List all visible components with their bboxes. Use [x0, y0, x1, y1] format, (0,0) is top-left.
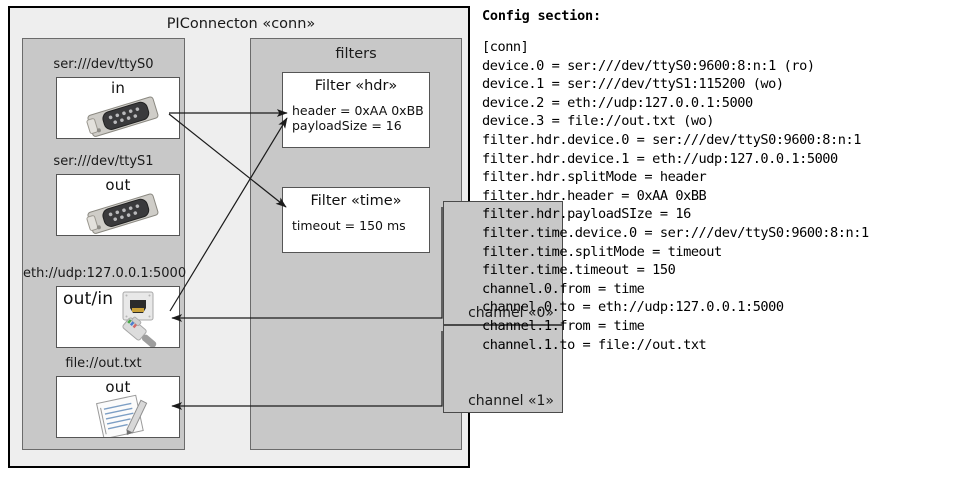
config-line: filter.hdr.header = 0xAA 0xBB	[482, 187, 707, 204]
config-line: channel.1.to = file://out.txt	[482, 336, 707, 353]
channel-1-box[interactable]: channel «1»	[443, 325, 563, 413]
filter-card-hdr[interactable]: Filter «hdr» header = 0xAA 0xBB payloadS…	[282, 72, 430, 148]
config-line: [conn]	[482, 39, 529, 55]
device-label-file: file://out.txt	[65, 356, 142, 371]
config-line: device.3 = file://out.txt (wo)	[482, 113, 715, 130]
serial-port-icon	[79, 96, 165, 138]
config-line: filter.hdr.splitMode = header	[482, 169, 707, 186]
config-line: channel.0.to = eth://udp:127.0.0.1:5000	[482, 299, 784, 316]
config-line: channel.0.from = time	[482, 280, 645, 297]
filter-time-prop-timeout: timeout = 150 ms	[292, 218, 406, 233]
config-line: filter.hdr.device.0 = ser:///dev/ttyS0:9…	[482, 131, 861, 148]
device-direction-in: in	[110, 79, 126, 97]
config-line: filter.time.timeout = 150	[482, 262, 676, 279]
arrow-channel0-to-eth	[171, 207, 443, 322]
filters-group-title: filters	[335, 46, 377, 62]
diagram-title: PIConnecton «conn»	[166, 16, 316, 32]
config-line: device.2 = eth://udp:127.0.0.1:5000	[482, 94, 753, 111]
filter-time-props: timeout = 150 ms	[292, 218, 406, 233]
config-line: channel.1.from = time	[482, 317, 645, 334]
config-line: device.1 = ser:///dev/ttyS1:115200 (wo)	[482, 76, 784, 93]
connector-arrows	[168, 109, 443, 410]
arrow-ttys0-to-time	[168, 113, 287, 208]
arrow-eth-to-hdr	[169, 117, 288, 312]
filter-hdr-prop-header: header = 0xAA 0xBB	[292, 103, 424, 118]
device-label-ttys0: ser:///dev/ttyS0	[53, 57, 154, 72]
channel-0-box[interactable]: channel «0»	[443, 201, 563, 325]
filters-group: filters Filter «hdr» header = 0xAA 0xBB …	[250, 38, 563, 450]
filter-card-time[interactable]: Filter «time» timeout = 150 ms	[282, 187, 430, 253]
channel-0-label: channel «0»	[468, 305, 554, 321]
config-line: filter.time.device.0 = ser:///dev/ttyS0:…	[482, 224, 869, 241]
ethernet-jack-icon	[109, 290, 179, 347]
devices-group: ser:///dev/ttyS0 in	[22, 38, 187, 450]
device-card-ttys1[interactable]: out	[56, 174, 180, 236]
device-label-ttys1: ser:///dev/ttyS1	[53, 154, 154, 169]
device-direction-out-file: out	[105, 378, 131, 396]
config-line: filter.time.splitMode = timeout	[482, 243, 722, 260]
device-card-ttys0[interactable]: in	[56, 77, 180, 139]
filter-hdr-title: Filter «hdr»	[314, 78, 398, 94]
config-line: device.0 = ser:///dev/ttyS0:9600:8:n:1 (…	[482, 57, 815, 74]
device-card-eth[interactable]: out/in	[56, 286, 180, 348]
config-line: filter.hdr.device.1 = eth://udp:127.0.0.…	[482, 150, 838, 167]
filter-time-title: Filter «time»	[310, 193, 402, 209]
config-section: Config section: [conn] device.0 = ser:///…	[482, 8, 960, 354]
text-file-icon	[94, 394, 156, 437]
config-heading: Config section:	[482, 8, 601, 24]
piconnector-diagram: PIConnecton «conn» ser:///dev/ttyS0 in	[8, 6, 563, 468]
channel-1-label: channel «1»	[468, 393, 554, 409]
filter-hdr-props: header = 0xAA 0xBB payloadSize = 16	[292, 103, 424, 133]
serial-port-icon	[79, 193, 165, 235]
device-label-eth: eth://udp:127.0.0.1:5000	[23, 266, 187, 281]
arrow-channel1-to-file	[171, 331, 443, 410]
config-line: filter.hdr.payloadSIze = 16	[482, 206, 691, 223]
filter-hdr-prop-payloadsize: payloadSize = 16	[292, 118, 402, 133]
config-lines: [conn] device.0 = ser:///dev/ttyS0:9600:8…	[482, 38, 960, 354]
device-direction-outin: out/in	[63, 289, 114, 309]
device-direction-out: out	[105, 176, 131, 194]
